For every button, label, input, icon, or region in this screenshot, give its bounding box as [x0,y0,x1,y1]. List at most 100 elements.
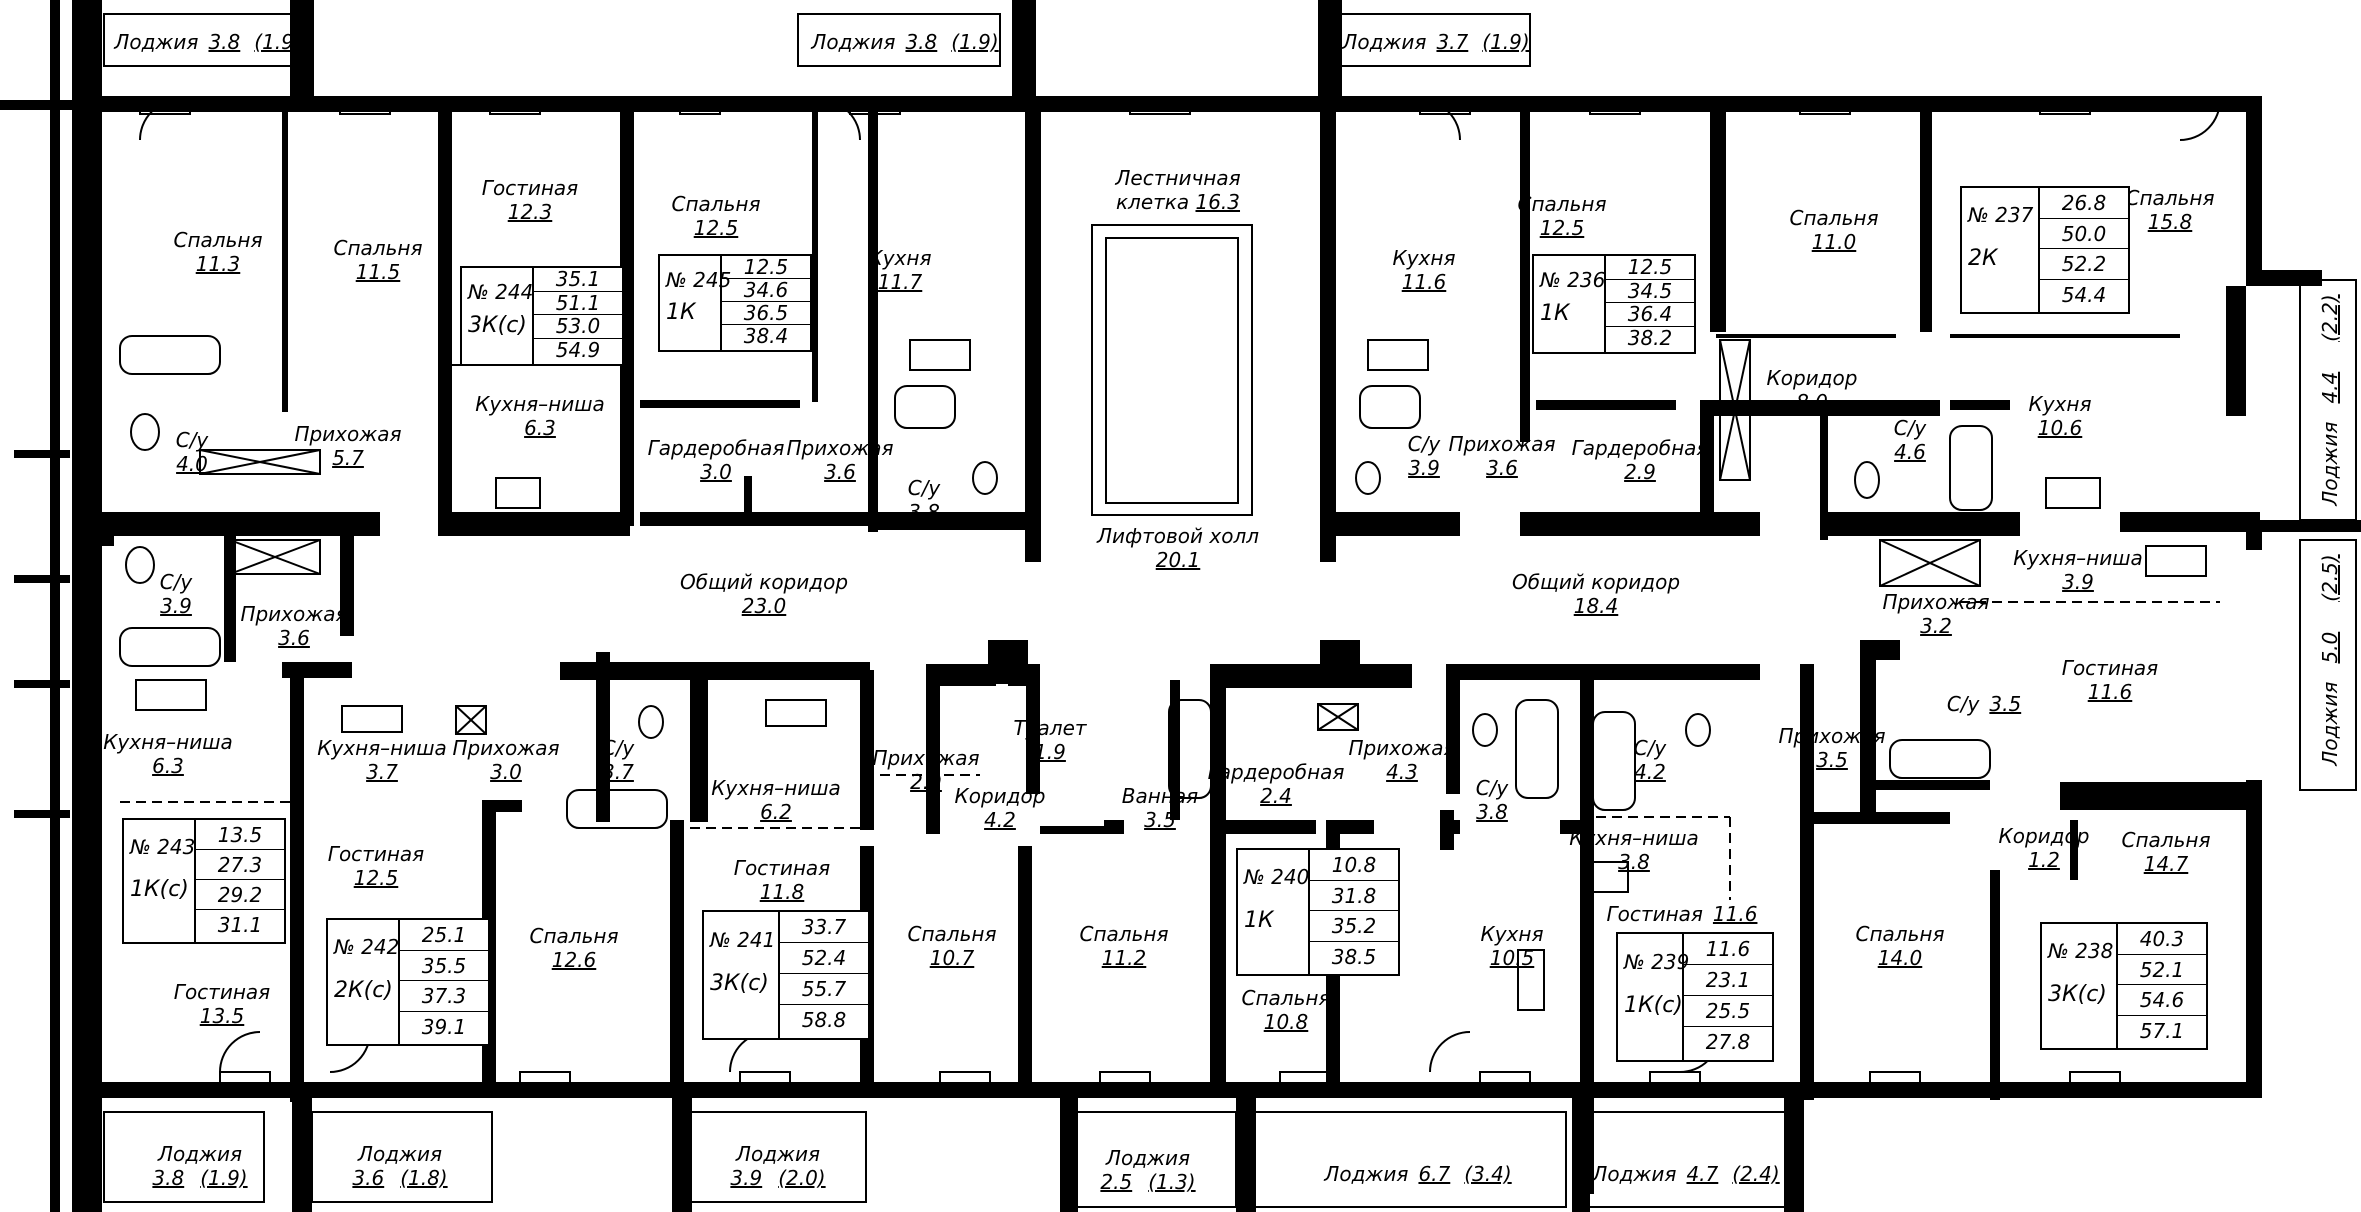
room-area: 10.7 [929,946,975,970]
apartment-type: 2К(с) [334,977,393,1003]
room-name: Кухня–ниша [103,730,233,754]
room-name: Кухня–ниша [317,736,447,760]
room-area: 3.7 [1436,30,1469,54]
area-value: 35.2 [1310,911,1398,942]
room-name: Общий коридор [1511,570,1681,594]
apartment-number: № 237 [1968,203,2034,228]
room-name: Спальня [1855,922,1945,946]
room-area: 10.6 [2037,416,2083,440]
room-area: 3.5 [1144,808,1176,832]
room-name: Лоджия [157,1142,243,1166]
room-area: 20.1 [1155,548,1201,572]
room-area: 3.6 [278,626,310,650]
room-area: 4.0 [176,452,208,476]
room-area: 6.2 [760,800,792,824]
room-name: Спальня [671,192,761,216]
room-area: 11.6 [1401,270,1447,294]
room-area: 3.8 [1476,800,1508,824]
room-name: Лоджия [735,1142,821,1166]
area-value: 11.6 [1684,934,1772,965]
room-area: 5.7 [332,446,364,470]
room-area: 5.0 [2318,631,2342,664]
room-area: 11.6 [2087,680,2133,704]
room-name: С/у [1893,416,1927,440]
room-area: 3.8 [208,30,241,54]
room-area: 4.4 [2318,371,2342,404]
room-area: 3.9 [160,594,192,618]
room-area: 10.8 [1263,1010,1309,1034]
room-name: Кухня [2028,392,2092,416]
room-name: Лоджия [2318,421,2342,506]
area-value: 31.8 [1310,881,1398,911]
room-name: Гардеробная [1207,760,1345,784]
room-name: Коридор [954,784,1046,808]
room-area: 11.0 [1811,230,1857,254]
room-name: Спальня [2125,186,2215,210]
room-name: Спальня [173,228,263,252]
room-name: Кухня [868,246,932,270]
room-name: Гардеробная [1571,436,1709,460]
room-area: 3.8 [152,1166,185,1190]
room-area: 3.8 [905,30,938,54]
apartment-number: № 238 [2048,939,2114,964]
area-value: 13.5 [196,820,284,850]
area-value: 54.9 [555,337,601,362]
room-name: Туалет [1013,716,1087,740]
room-area: 10.5 [1489,946,1535,970]
room-name: Кухня [1480,922,1544,946]
room-name: Прихожая [786,436,894,460]
area-value: 35.1 [534,267,622,292]
room-name: Прихожая [872,746,980,770]
room-area: 11.2 [1101,946,1147,970]
area-value: 36.4 [1606,302,1694,327]
room-area: 3.9 [1408,456,1440,480]
area-value: 54.4 [2061,282,2107,307]
room-name: Лоджия [1592,1162,1677,1186]
room-name: Спальня [333,236,423,260]
room-name: Гостиная [1606,902,1703,926]
room-name: Гостиная [2061,656,2159,680]
room-area: 3.6 [1486,456,1518,480]
room-area-extra: (1.3) [1148,1170,1196,1194]
room-area: 4.2 [984,808,1016,832]
room-name: Спальня [2121,828,2211,852]
area-value: 52.1 [2118,955,2206,985]
room-name: Лоджия [1324,1162,1409,1186]
area-value: 34.5 [1606,279,1694,303]
room-area: 3.8 [1618,850,1650,874]
room-area: 11.7 [877,270,923,294]
room-area: 2.5 [1100,1170,1133,1194]
room-name: С/у [907,476,941,500]
area-value: 36.5 [722,302,810,325]
room-name: С/у [175,428,209,452]
room-area: 3.6 [352,1166,385,1190]
area-value: 34.6 [722,279,810,302]
room-area: 6.3 [152,754,184,778]
room-area: 16.3 [1195,190,1241,214]
room-name: Кухня [1392,246,1456,270]
